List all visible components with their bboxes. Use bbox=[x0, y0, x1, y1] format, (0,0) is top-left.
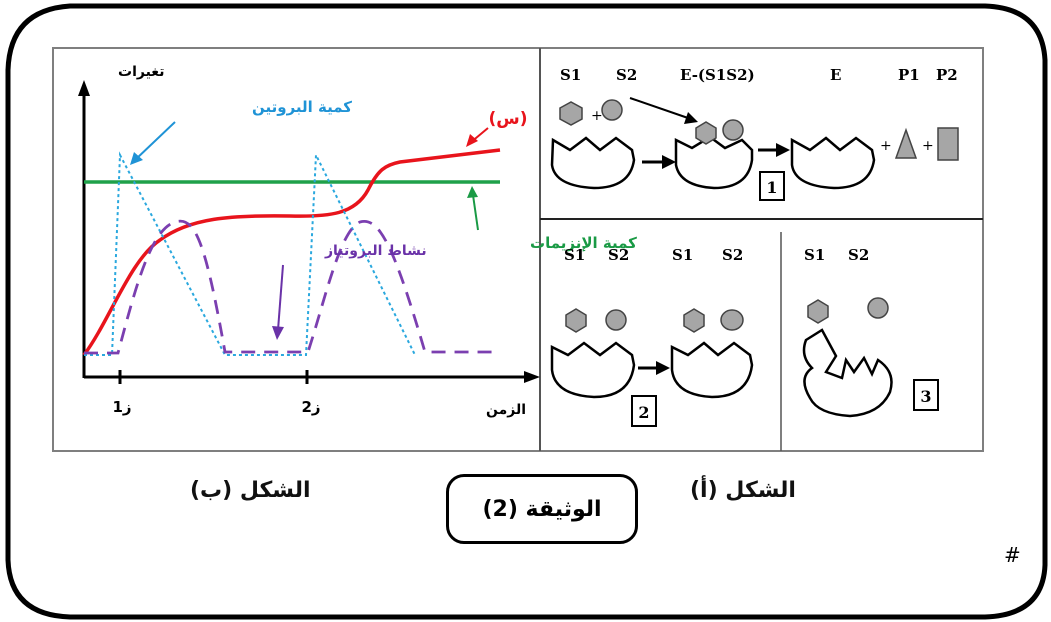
label-p2-s1-a: S1 bbox=[564, 246, 585, 264]
arrow-enzymes bbox=[472, 194, 479, 231]
panel-3: S1 S2 3 bbox=[802, 246, 939, 418]
label-s-curve: (س) bbox=[489, 109, 528, 129]
product-p2-rect bbox=[937, 127, 959, 161]
series-protease-line bbox=[84, 219, 495, 355]
corner-mark: # bbox=[1004, 543, 1021, 567]
bound-s2-circle bbox=[722, 119, 744, 141]
enzyme-shape-2 bbox=[550, 341, 636, 399]
label-p2-s2-b: S2 bbox=[722, 246, 743, 264]
arrowhead-protein bbox=[130, 152, 143, 165]
substrate-s2-circle-2 bbox=[605, 309, 627, 331]
tick-label-2: ز2 bbox=[301, 398, 320, 416]
arrowhead-step-1 bbox=[662, 155, 676, 169]
label-enzyme-substrate-complex: E-(S1S2) bbox=[680, 66, 755, 84]
substrate-s2-circle bbox=[601, 99, 623, 121]
arrowhead-enzymes bbox=[467, 186, 478, 198]
arrowhead-s-curve bbox=[466, 134, 478, 147]
chart-b: تغيرات الزمن ز1 ز2 كمية البروتين (س) نشا… bbox=[78, 64, 637, 418]
label-p2: P2 bbox=[936, 66, 958, 84]
substrate-s2-ellipse-3 bbox=[720, 309, 744, 331]
tick-label-1: ز1 bbox=[112, 398, 131, 416]
arrowhead-binding bbox=[684, 112, 698, 124]
plus-sign: + bbox=[591, 108, 603, 124]
label-s2: S2 bbox=[616, 66, 637, 84]
badge-1: 1 bbox=[766, 178, 777, 197]
enzyme-shape-1 bbox=[550, 136, 636, 190]
substrate-s1-hexagon bbox=[559, 101, 583, 126]
substrate-s1-hexagon-3 bbox=[683, 308, 705, 333]
arrowhead-step-p2 bbox=[656, 361, 670, 375]
x-axis-label: الزمن bbox=[486, 402, 526, 418]
arrow-protein bbox=[134, 121, 176, 161]
enzyme-substrate-complex-shape bbox=[674, 135, 754, 190]
label-p3-s1: S1 bbox=[804, 246, 825, 264]
badge-3: 3 bbox=[920, 387, 931, 406]
label-p2-s2-a: S2 bbox=[608, 246, 629, 264]
panel-1: S1 S2 E-(S1S2) E P1 P2 + 1 + + bbox=[550, 66, 959, 201]
badge-2: 2 bbox=[638, 403, 649, 422]
label-protein-amount: كمية البروتين bbox=[252, 98, 352, 116]
label-p2-s1-b: S1 bbox=[672, 246, 693, 264]
label-p3-s2: S2 bbox=[848, 246, 869, 264]
caption-figure-a: الشكل (أ) bbox=[690, 478, 796, 503]
bound-s1-hexagon bbox=[695, 121, 717, 145]
denatured-enzyme-shape bbox=[802, 328, 893, 418]
panel-2: S1 S2 S1 S2 2 bbox=[550, 246, 754, 427]
substrate-s1-hexagon-2 bbox=[565, 308, 587, 333]
plus-sign-2: + bbox=[880, 138, 892, 154]
label-protease-activity: نشاط البروتياز bbox=[324, 243, 427, 259]
y-axis-label: تغيرات bbox=[118, 64, 164, 80]
arrowhead-protease bbox=[272, 326, 284, 340]
arrow-protease bbox=[277, 264, 284, 331]
label-enzyme: E bbox=[830, 66, 841, 84]
substrate-s1-hexagon-p3 bbox=[807, 299, 829, 324]
x-axis-arrowhead bbox=[524, 371, 540, 383]
arrow-binding bbox=[629, 97, 689, 119]
label-enzymes-amount: كمية الإنزيمات bbox=[530, 234, 637, 252]
label-p1: P1 bbox=[898, 66, 920, 84]
enzyme-shape-released bbox=[790, 136, 876, 190]
product-p1-triangle bbox=[894, 127, 918, 159]
substrate-s2-circle-p3 bbox=[867, 297, 889, 319]
y-axis-arrowhead bbox=[78, 80, 90, 96]
badge-1-box bbox=[759, 171, 785, 201]
caption-figure-b: الشكل (ب) bbox=[190, 478, 311, 503]
label-s1: S1 bbox=[560, 66, 581, 84]
series-s-curve bbox=[82, 148, 501, 357]
badge-2-box bbox=[631, 395, 657, 427]
enzyme-shape-2b bbox=[670, 341, 754, 399]
badge-3-box bbox=[913, 379, 939, 411]
plus-sign-3: + bbox=[922, 138, 934, 154]
arrowhead-step-2 bbox=[776, 143, 790, 157]
document-title: الوثيقة (2) bbox=[446, 474, 638, 544]
